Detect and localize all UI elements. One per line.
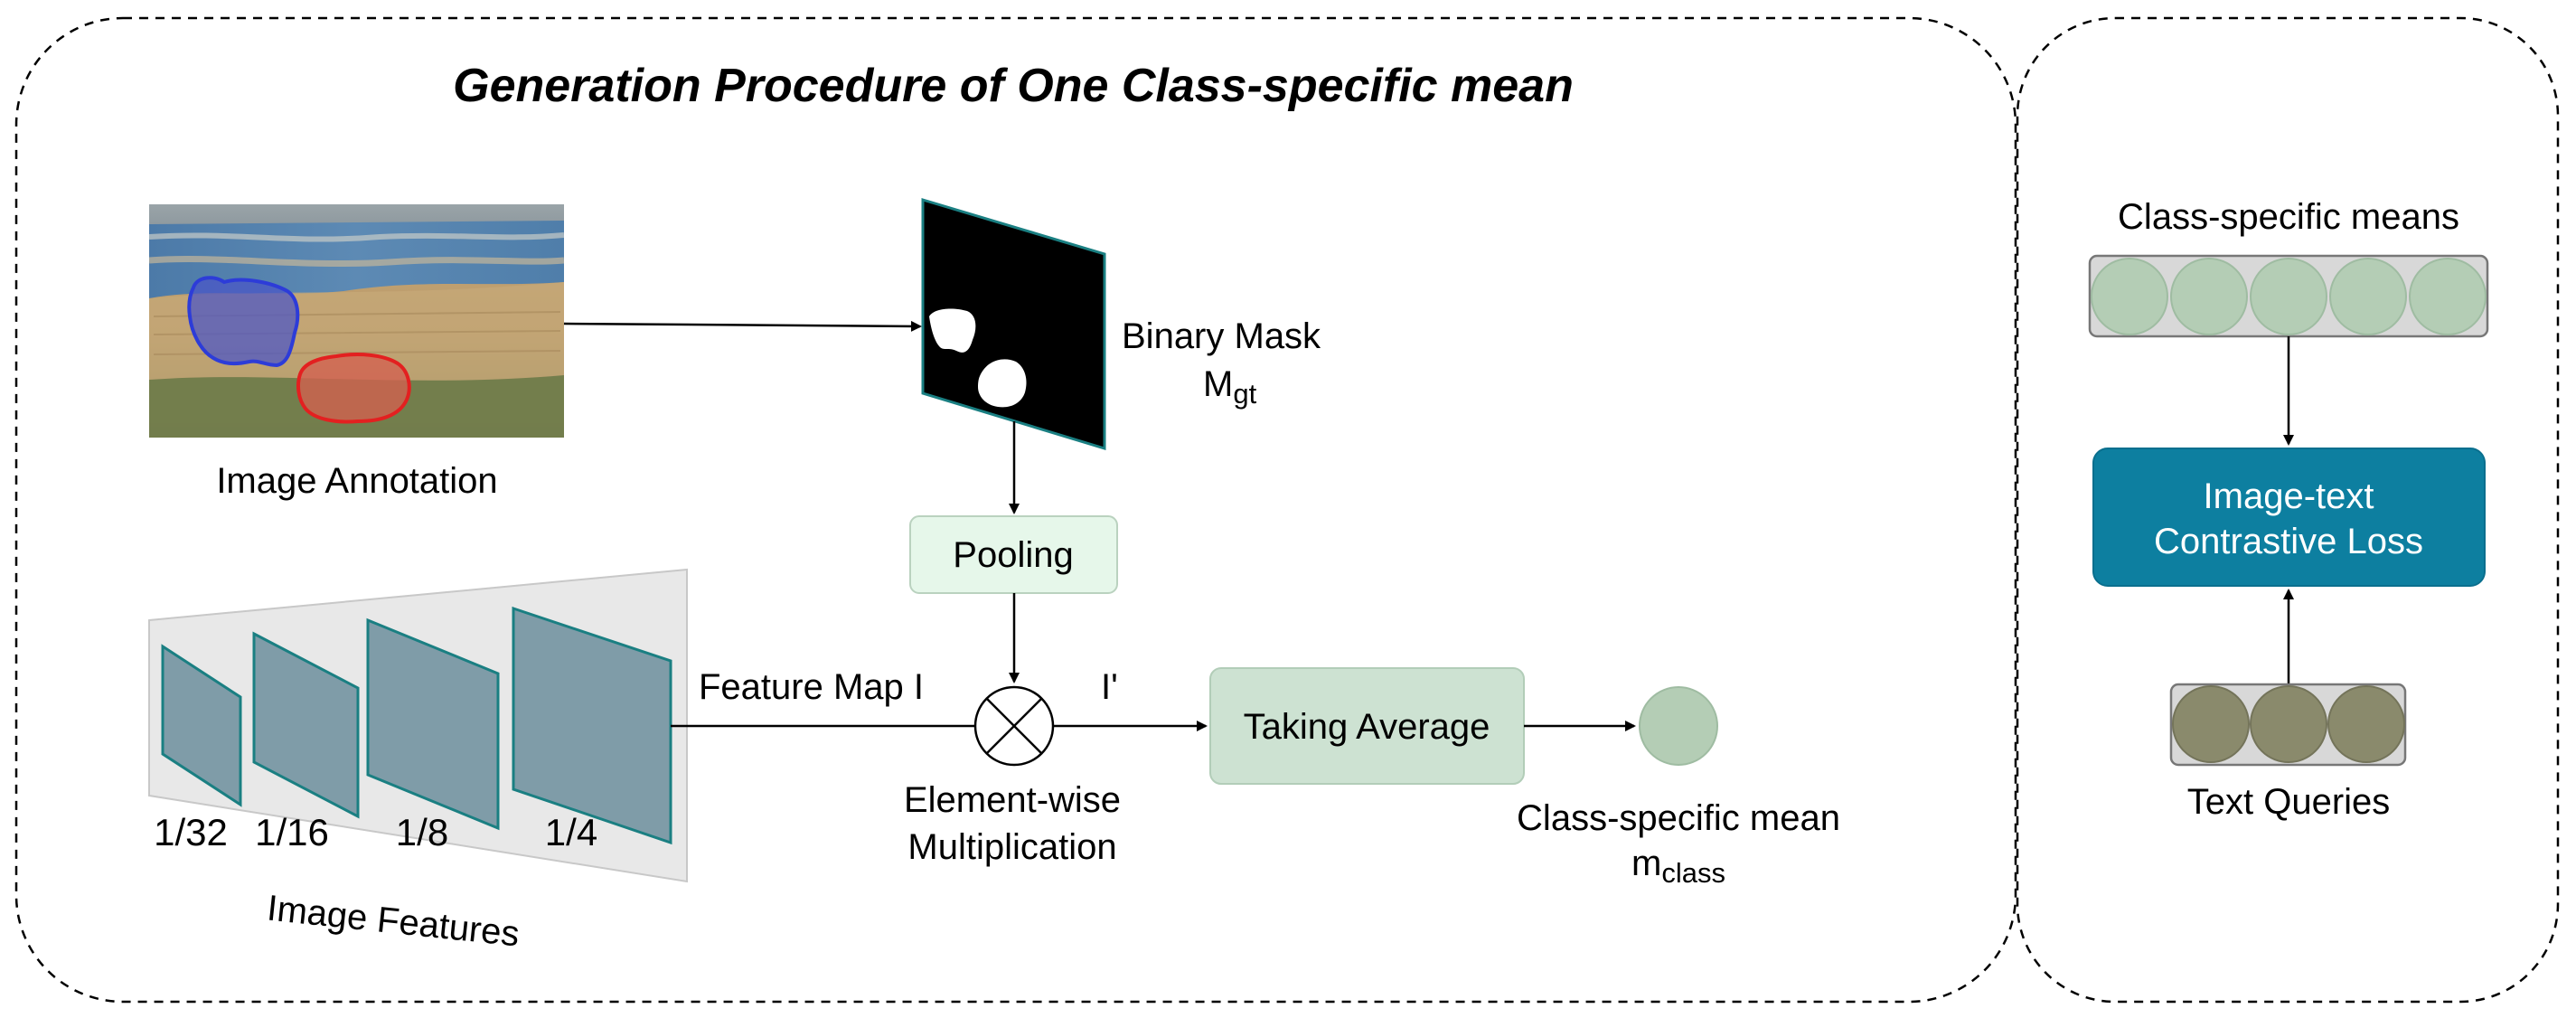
binary-mask-label: Binary Mask xyxy=(1122,316,1321,356)
binary-mask-symbol: Mgt xyxy=(1203,364,1257,410)
feature-map-label: Feature Map I xyxy=(699,667,924,707)
diagram-title: Generation Procedure of One Class-specif… xyxy=(453,60,1574,112)
scale-label-1-8: 1/8 xyxy=(396,811,448,853)
text-query-circles xyxy=(2172,685,2405,763)
binary-mask-plane xyxy=(921,197,1106,451)
multiplication-label-line2: Multiplication xyxy=(907,827,1116,867)
mask-symbol-subscript: gt xyxy=(1233,378,1256,410)
class-mean-label: Class-specific mean xyxy=(1517,798,1840,838)
class-means-circles xyxy=(2091,258,2487,335)
masked-feature-label: I' xyxy=(1101,667,1118,707)
scale-label-1-32: 1/32 xyxy=(154,811,228,853)
text-query-token-1 xyxy=(2172,685,2250,763)
class-mean-m: m xyxy=(1631,844,1661,883)
feature-plane-1-32 xyxy=(161,644,242,807)
feature-plane-1-16 xyxy=(252,631,360,819)
class-mean-subscript: class xyxy=(1661,857,1725,889)
left-panel-border xyxy=(14,16,2017,1004)
multiply-operator xyxy=(973,685,1055,767)
feature-plane-1-8 xyxy=(366,617,500,831)
mask-blob-top xyxy=(929,308,976,353)
class-mean-token-4 xyxy=(2329,258,2407,335)
scale-label-1-4: 1/4 xyxy=(545,811,597,853)
class-mean-symbol: mclass xyxy=(1631,844,1725,889)
multiplication-label-line1: Element-wise xyxy=(904,780,1121,820)
contrastive-loss-box xyxy=(2092,448,2486,587)
mask-blob-bottom xyxy=(978,359,1027,408)
class-mean-token-1 xyxy=(2091,258,2168,335)
text-queries-label: Text Queries xyxy=(2187,782,2391,822)
pooling-label: Pooling xyxy=(953,535,1073,575)
class-mean-token-2 xyxy=(2170,258,2248,335)
mask-symbol-m: M xyxy=(1203,364,1233,404)
class-mean-circle xyxy=(1639,686,1718,766)
text-query-token-3 xyxy=(2327,685,2405,763)
class-means-label: Class-specific means xyxy=(2118,197,2459,237)
image-features-label: Image Features xyxy=(266,888,522,954)
text-query-token-2 xyxy=(2250,685,2327,763)
class-mean-token-3 xyxy=(2250,258,2327,335)
class-mean-token-5 xyxy=(2409,258,2487,335)
sheep-mask-red xyxy=(296,353,411,424)
arrow-image-to-mask xyxy=(563,320,922,332)
image-annotation-label: Image Annotation xyxy=(216,461,497,501)
taking-average-label: Taking Average xyxy=(1244,707,1490,747)
contrastive-loss-line2: Contrastive Loss xyxy=(2154,522,2423,561)
feature-plane-1-4 xyxy=(512,606,672,845)
annotated-image xyxy=(149,204,564,438)
scale-label-1-16: 1/16 xyxy=(255,811,329,853)
right-panel-border xyxy=(2016,16,2560,1004)
sheep-mask-blue xyxy=(187,276,300,368)
contrastive-loss-line1: Image-text xyxy=(2204,476,2374,516)
